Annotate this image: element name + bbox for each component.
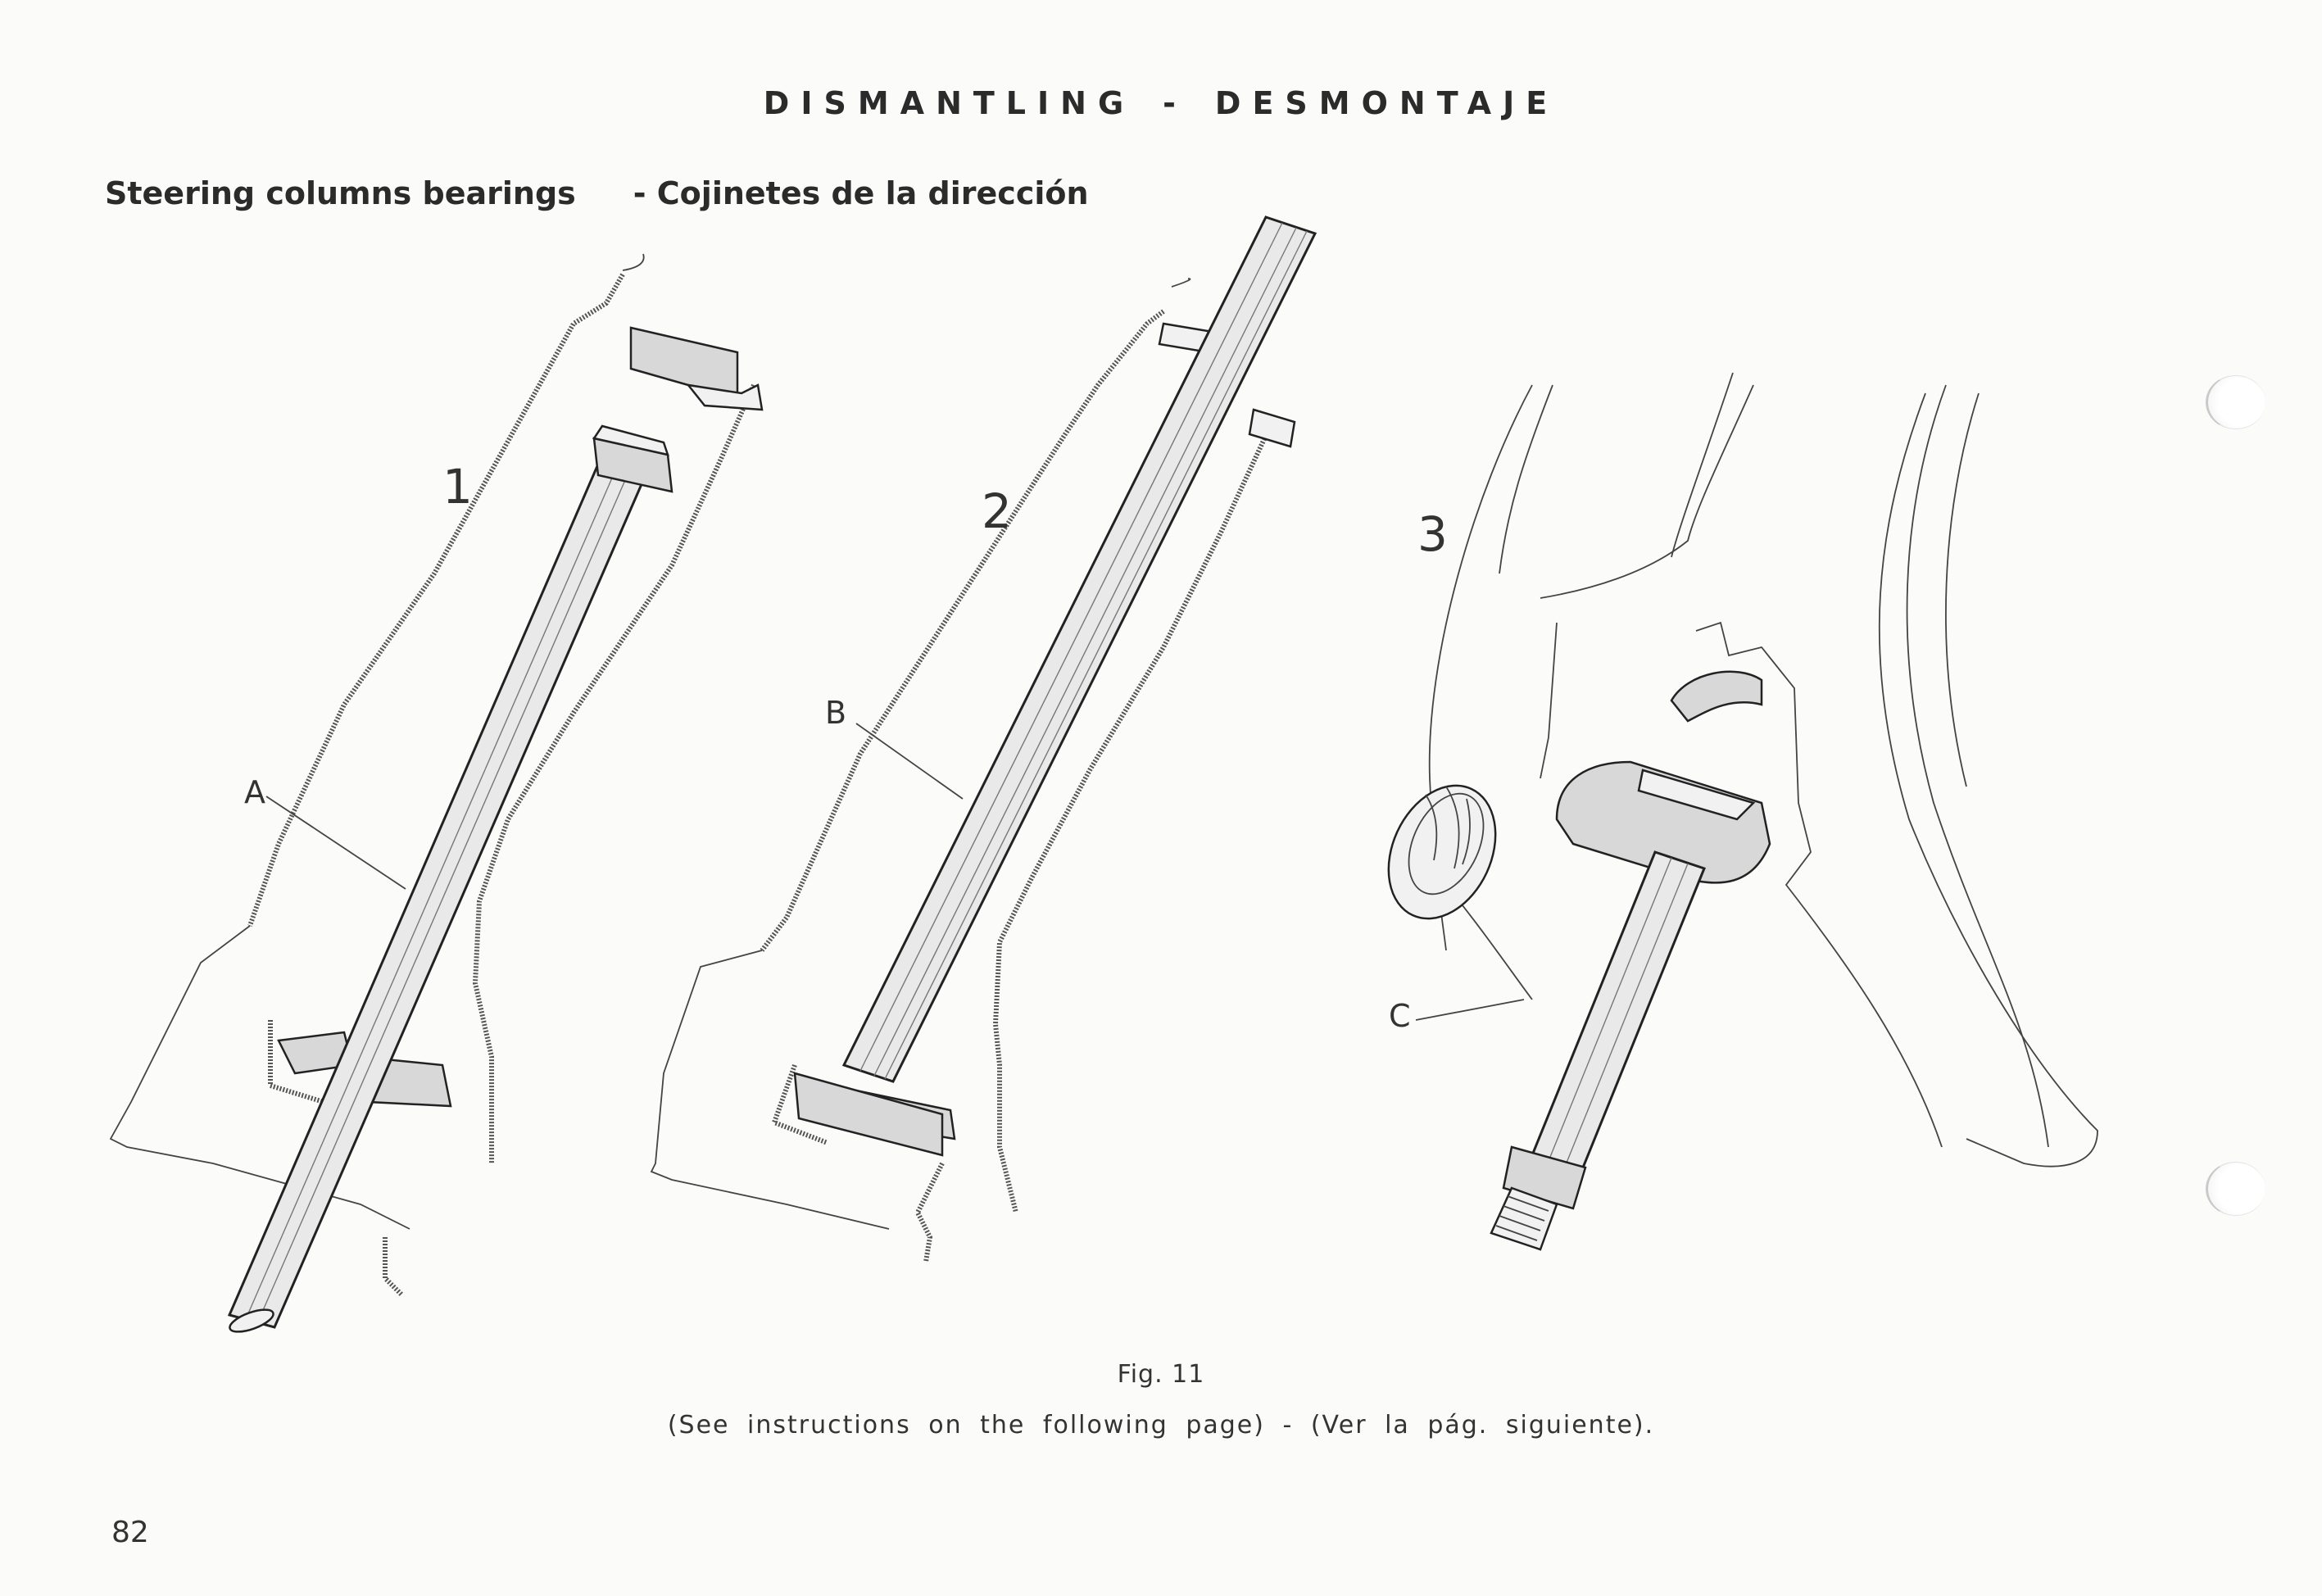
tool-shaft-a — [227, 424, 673, 1333]
section-title-es: - Cojinetes de la dirección — [633, 175, 1089, 211]
callout-b-leader — [855, 723, 964, 800]
page-number: 82 — [111, 1516, 149, 1549]
page-title-es: DESMONTAJE — [1214, 85, 1559, 121]
figure-caption: Fig. 11 — [1117, 1360, 1205, 1389]
tool-puller-c — [1490, 670, 1771, 1251]
page-title-separator: - — [1163, 85, 1187, 121]
horn-grille-icon — [1387, 784, 1497, 920]
figure-3-number: 3 — [1417, 506, 1448, 562]
section-title-en: Steering columns bearings — [105, 175, 576, 211]
page-title: DISMANTLING-DESMONTAJE — [0, 85, 2322, 121]
callout-a-leader — [265, 796, 406, 890]
page-title-en: DISMANTLING — [763, 85, 1136, 121]
figure-3-drawing — [1387, 372, 2098, 1251]
punch-hole-top — [2206, 375, 2265, 429]
callout-b: B — [825, 695, 847, 731]
figure-2-drawing — [650, 215, 1317, 1263]
punch-hole-bottom — [2206, 1162, 2265, 1216]
figure-2-number: 2 — [982, 483, 1012, 539]
figure-note: (See instructions on the following page)… — [667, 1411, 1655, 1440]
callout-a: A — [244, 774, 265, 810]
tool-shaft-b — [841, 215, 1317, 1083]
callout-c-leader — [1415, 999, 1525, 1021]
figure-1-drawing — [109, 253, 764, 1333]
callout-c: C — [1389, 998, 1411, 1034]
section-title: Steering columns bearings - Cojinetes de … — [105, 175, 1089, 211]
figure-1-number: 1 — [442, 459, 473, 515]
